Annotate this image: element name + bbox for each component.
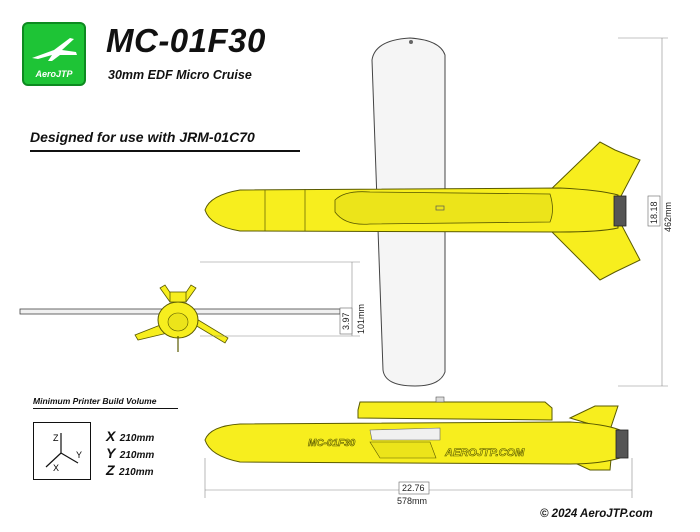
dim-height-mm: 462mm [663,202,673,232]
aerojtp-logo: AeroJTP [22,22,86,86]
designed-for-text: Designed for use with JRM-01C70 [30,129,255,145]
page-subtitle: 30mm EDF Micro Cruise [108,68,252,82]
jet-icon [32,38,77,61]
dim-fin-in: 3.97 [341,312,351,330]
front-view: 3.97 101mm [19,261,366,352]
designed-underline [30,150,300,152]
dim-length-in: 22.76 [402,483,425,493]
dim-fin-mm: 101mm [356,304,366,334]
copyright-text: © 2024 AeroJTP.com [540,508,653,520]
side-model-text: MC-01F30 [308,438,356,449]
top-view-nozzle [613,195,627,227]
dim-length-mm: 578mm [397,496,427,506]
side-brand-text: AEROJTP.COM [444,447,525,459]
build-volume-heading: Minimum Printer Build Volume [33,396,157,406]
build-x-row: X 210mm [106,428,155,444]
top-view: 18.18 462mm [204,37,673,387]
logo-text: AeroJTP [35,69,73,79]
build-z-row: Z 210mm [106,462,154,478]
side-view: MC-01F30 AEROJTP.COM 22.76 578mm [204,396,633,506]
build-volume-underline [33,408,178,409]
dim-height-in: 18.18 [649,201,659,224]
build-y-row: Y 210mm [106,445,155,461]
axis-z-label: Z [53,433,59,443]
page-title: MC-01F30 [106,22,266,59]
side-view-dorsal [357,401,553,421]
side-view-nozzle [615,429,629,459]
axes-icon: Z X Y [33,422,91,480]
axis-y-label: Y [76,450,82,460]
axis-x-label: X [53,463,59,473]
